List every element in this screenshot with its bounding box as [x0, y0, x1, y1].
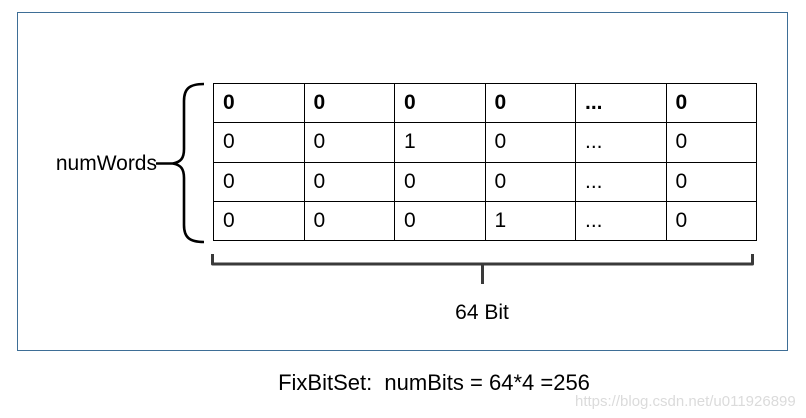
bit-cell-ellipsis: ... — [575, 161, 667, 202]
watermark: https://blog.csdn.net/u011926899 — [575, 393, 796, 410]
bit-cell: 0 — [665, 82, 757, 124]
bit-cell: 0 — [303, 122, 395, 163]
bit-cell: 0 — [213, 161, 305, 202]
bit-cell: 0 — [213, 82, 305, 124]
table-row: 0 0 0 1 ... 0 — [213, 200, 757, 242]
bit-cell-ellipsis: ... — [575, 200, 667, 242]
bit-cell-ellipsis: ... — [575, 82, 667, 124]
bit-cell: 0 — [303, 200, 395, 242]
table-row: 0 0 0 0 ... 0 — [213, 82, 757, 124]
bit-cell: 0 — [665, 122, 757, 163]
bit-cell: 0 — [665, 161, 757, 202]
bit-cell: 0 — [394, 161, 486, 202]
caption: FixBitSet: numBits = 64*4 =256 — [278, 370, 590, 395]
table-row: 0 0 1 0 ... 0 — [213, 122, 757, 163]
bit-width-label: 64 Bit — [455, 301, 509, 324]
bit-cell: 0 — [394, 82, 486, 124]
table-row: 0 0 0 0 ... 0 — [213, 161, 757, 202]
bit-cell: 0 — [303, 82, 395, 124]
bit-cell-ellipsis: ... — [575, 122, 667, 163]
bit-cell: 0 — [484, 161, 576, 202]
bit-table: 0 0 0 0 ... 0 0 0 1 0 ... 0 0 0 0 0 ... … — [213, 82, 757, 242]
bit-cell: 0 — [484, 82, 576, 124]
bit-cell: 0 — [394, 200, 486, 242]
bit-cell: 0 — [303, 161, 395, 202]
bit-cell: 0 — [213, 122, 305, 163]
bit-cell: 1 — [394, 122, 486, 163]
bit-cell: 0 — [665, 200, 757, 242]
bit-cell: 1 — [484, 200, 576, 242]
bit-cell: 0 — [484, 122, 576, 163]
bit-cell: 0 — [213, 200, 305, 242]
numwords-label: numWords — [55, 152, 157, 175]
